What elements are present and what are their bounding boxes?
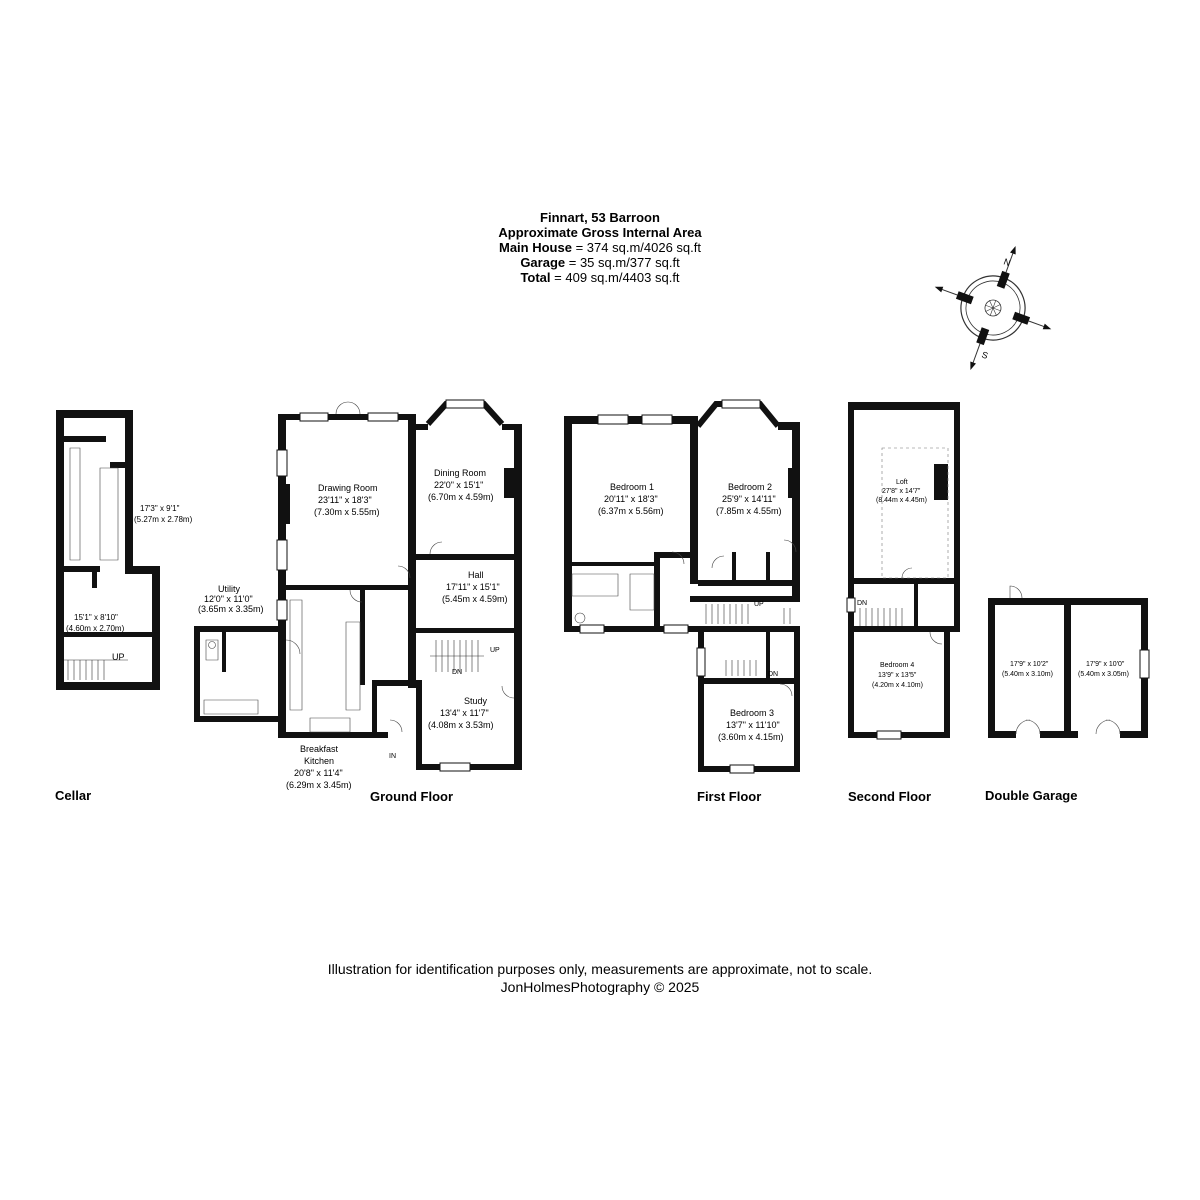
- second-floor-plan: DN Loft 27'8" x 14'7" (8.44m x 4.45m) Be…: [846, 402, 960, 740]
- kitchen-metric: (6.29m x 3.45m): [286, 780, 352, 790]
- bedroom4-name: Bedroom 4: [880, 662, 914, 669]
- garage-right-size: 17'9" x 10'0": [1086, 661, 1125, 668]
- main-house-area: Main House = 374 sq.m/4026 sq.ft: [499, 240, 701, 255]
- hall-metric: (5.45m x 4.59m): [442, 594, 508, 604]
- cellar-up-label: UP: [112, 652, 125, 662]
- bedroom2-metric: (7.85m x 4.55m): [716, 506, 782, 516]
- header: Finnart, 53 Barroon Approximate Gross In…: [0, 210, 1200, 285]
- compass-north-label: N: [1002, 256, 1012, 268]
- footer: Illustration for identification purposes…: [0, 960, 1200, 996]
- second-stairs: [859, 608, 903, 626]
- bedroom3-metric: (3.60m x 4.15m): [718, 732, 784, 742]
- bedroom2-size: 25'9" x 14'11": [722, 494, 776, 504]
- area-title: Approximate Gross Internal Area: [498, 225, 702, 240]
- cellar-upper-size: 17'3" x 9'1": [140, 504, 180, 513]
- bedroom3-name: Bedroom 3: [730, 708, 774, 718]
- study-name: Study: [464, 696, 488, 706]
- second-down-label: DN: [857, 600, 867, 607]
- kitchen-size: 20'8" x 11'4": [294, 768, 343, 778]
- compass-icon: [934, 245, 1052, 371]
- garage-plan: 17'9" x 10'2" (5.40m x 3.10m) 17'9" x 10…: [988, 585, 1150, 738]
- floor-label-second: Second Floor: [848, 789, 931, 804]
- bedroom1-name: Bedroom 1: [610, 482, 654, 492]
- loft-metric: (8.44m x 4.45m): [876, 497, 927, 504]
- drawing-room-metric: (7.30m x 5.55m): [314, 507, 380, 517]
- first-down-label: DN: [768, 671, 778, 678]
- first-floor-plan: UP DN Bedroom 1 20'11" x 18'3" (6.37m x …: [564, 399, 800, 774]
- dining-room-size: 22'0" x 15'1": [434, 480, 483, 490]
- bedroom3-size: 13'7" x 11'10": [726, 720, 780, 730]
- hall-name: Hall: [468, 570, 484, 580]
- ground-down-label: DN: [452, 669, 462, 676]
- hall-size: 17'11" x 15'1": [446, 582, 500, 592]
- first-stairs: [705, 604, 791, 676]
- dining-room-name: Dining Room: [434, 468, 486, 478]
- copyright-text: JonHolmesPhotography © 2025: [500, 979, 700, 995]
- garage-left-metric: (5.40m x 3.10m): [1002, 671, 1053, 678]
- loft-size: 27'8" x 14'7": [882, 488, 921, 495]
- bedroom1-size: 20'11" x 18'3": [604, 494, 658, 504]
- ground-stairs: [430, 640, 484, 672]
- floor-label-first: First Floor: [697, 789, 761, 804]
- garage-right-metric: (5.40m x 3.05m): [1078, 671, 1129, 678]
- utility-name: Utility: [218, 584, 240, 594]
- cellar-lower-size: 15'1" x 8'10": [74, 613, 118, 622]
- dining-room-metric: (6.70m x 4.59m): [428, 492, 494, 502]
- first-up-label: UP: [754, 601, 764, 608]
- garage-left-size: 17'9" x 10'2": [1010, 661, 1049, 668]
- kitchen-name-2: Kitchen: [304, 756, 334, 766]
- floor-label-cellar: Cellar: [55, 788, 91, 803]
- floor-label-ground: Ground Floor: [370, 789, 453, 804]
- cellar-lower-metric: (4.60m x 2.70m): [66, 624, 125, 633]
- compass-south-label: S: [980, 349, 989, 360]
- ground-floor-plan: Utility 12'0" x 11'0" (3.65m x 3.35m): [194, 399, 522, 790]
- bedroom4-size: 13'9" x 13'5": [878, 672, 917, 679]
- study-size: 13'4" x 11'7": [440, 708, 489, 718]
- ground-up-label: UP: [490, 647, 500, 654]
- utility-metric: (3.65m x 3.35m): [198, 604, 264, 614]
- drawing-room-name: Drawing Room: [318, 483, 378, 493]
- property-title: Finnart, 53 Barroon: [540, 210, 660, 225]
- entrance-label: IN: [389, 753, 396, 760]
- floor-label-garage: Double Garage: [985, 788, 1077, 803]
- disclaimer-text: Illustration for identification purposes…: [327, 961, 873, 977]
- total-area: Total = 409 sq.m/4403 sq.ft: [520, 270, 680, 285]
- cellar-plan: UP 17'3" x 9'1" (5.27m x 2.78m) 15'1" x …: [56, 410, 193, 690]
- cellar-upper-metric: (5.27m x 2.78m): [134, 515, 193, 524]
- bedroom2-name: Bedroom 2: [728, 482, 772, 492]
- kitchen-name-1: Breakfast: [300, 744, 339, 754]
- drawing-room-size: 23'11" x 18'3": [318, 495, 372, 505]
- garage-area: Garage = 35 sq.m/377 sq.ft: [520, 255, 680, 270]
- bedroom4-metric: (4.20m x 4.10m): [872, 682, 923, 689]
- loft-name: Loft: [896, 479, 908, 486]
- study-metric: (4.08m x 3.53m): [428, 720, 494, 730]
- cellar-stairs: [64, 659, 128, 680]
- utility-size: 12'0" x 11'0": [204, 594, 253, 604]
- bedroom1-metric: (6.37m x 5.56m): [598, 506, 664, 516]
